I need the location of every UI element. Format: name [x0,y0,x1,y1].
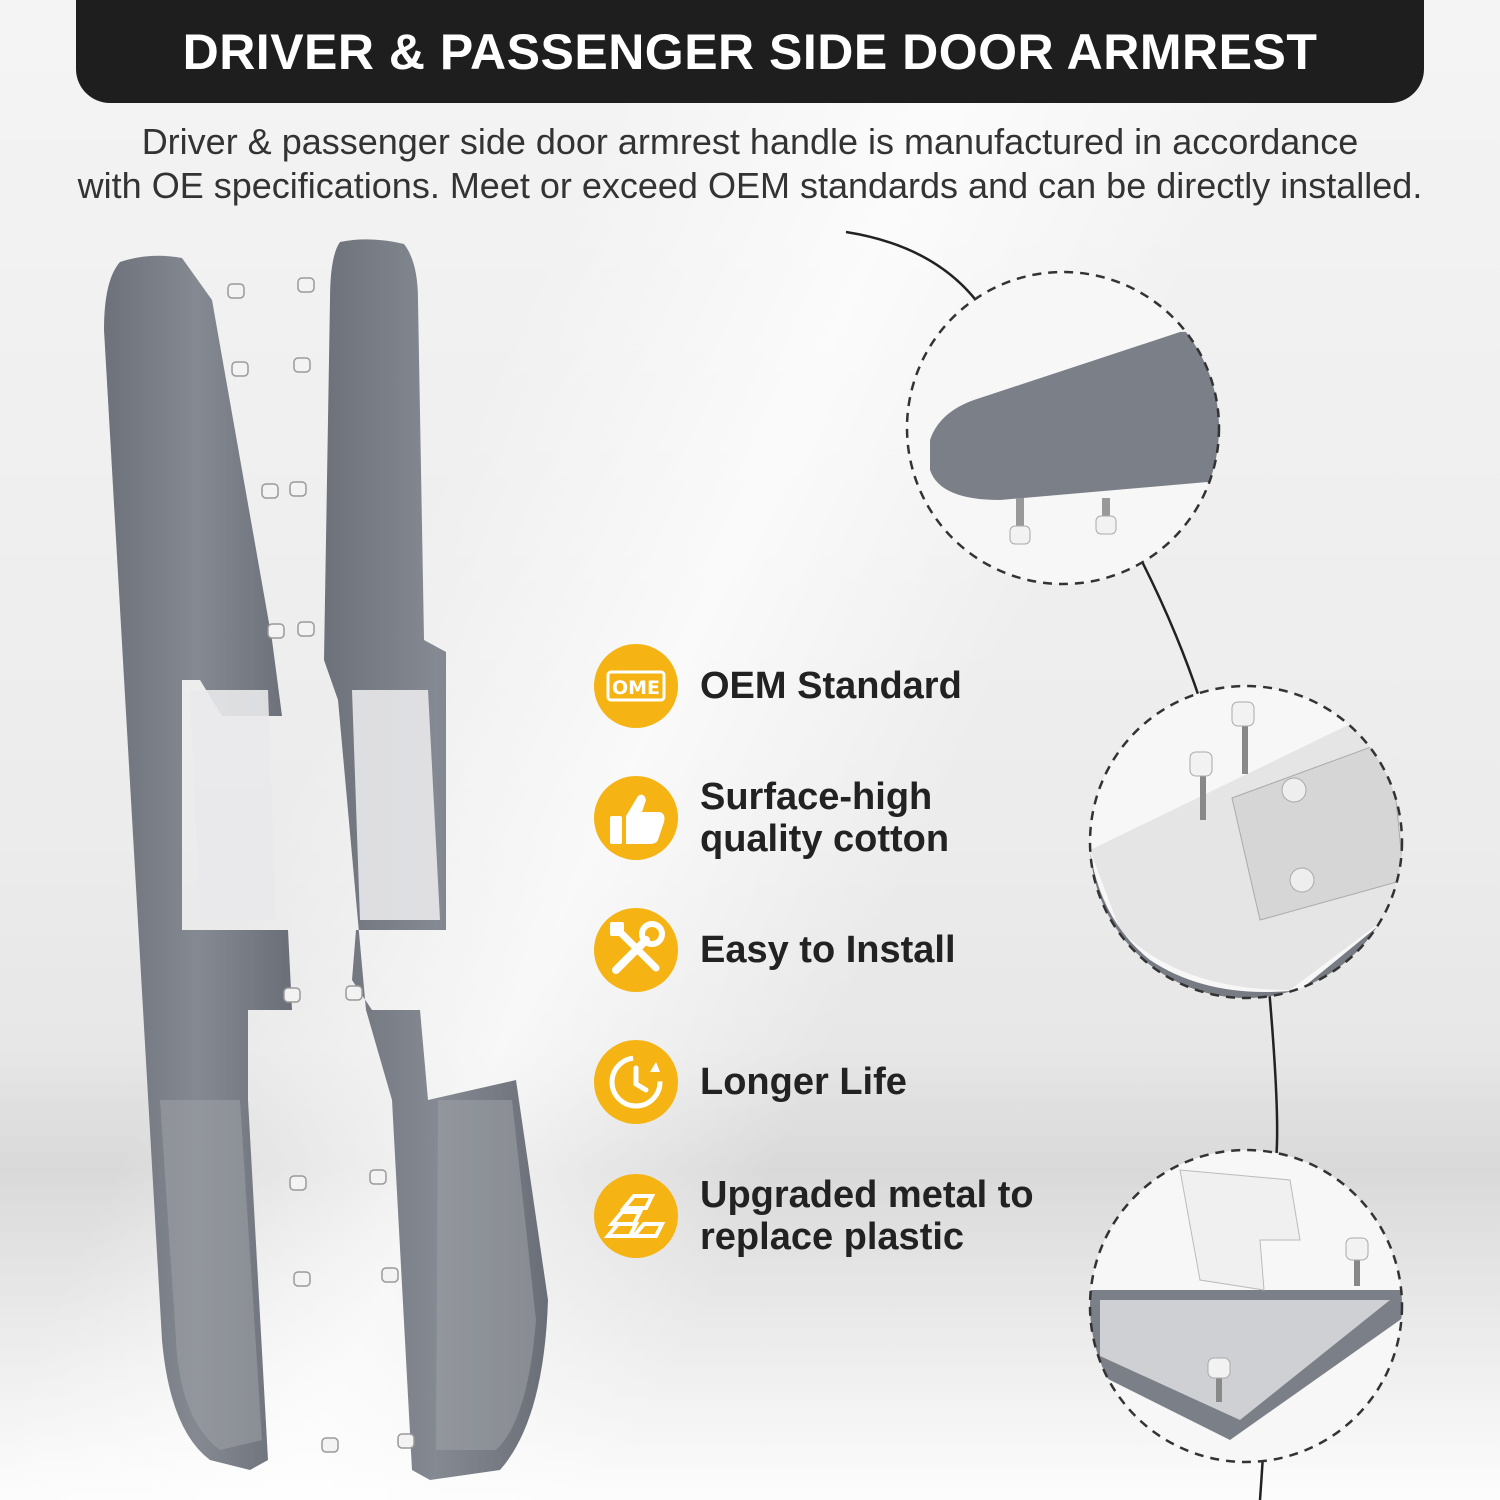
title-banner: DRIVER & PASSENGER SIDE DOOR ARMREST [76,0,1424,103]
svg-text:OME: OME [612,677,660,699]
detail-circle-bottom [1088,1148,1404,1464]
description-line-1: Driver & passenger side door armrest han… [141,121,1359,162]
thumbs-up-icon [594,776,678,860]
feature-easy-install: Easy to Install [594,908,956,992]
feature-label: Upgraded metal to replace plastic [700,1174,1034,1258]
right-armrest-image [324,239,548,1480]
feature-metal-upgrade: Upgraded metal to replace plastic [594,1174,1034,1258]
feature-label: OEM Standard [700,665,962,707]
feature-label: Longer Life [700,1061,907,1103]
description-line-2: with OE specifications. Meet or exceed O… [77,165,1423,206]
feature-surface-quality: Surface-high quality cotton [594,776,949,860]
feature-longer-life: Longer Life [594,1040,907,1124]
oem-badge-icon: OME [594,644,678,728]
mounting-pins [227,277,415,1453]
feature-label: Easy to Install [700,929,956,971]
detail-circle-middle [1088,684,1404,1000]
detail-circle-top [905,270,1221,586]
feature-oem-standard: OME OEM Standard [594,644,962,728]
clock-icon [594,1040,678,1124]
tools-icon [594,908,678,992]
feature-label: Surface-high quality cotton [700,776,950,860]
metal-bars-icon [594,1174,678,1258]
page-title: DRIVER & PASSENGER SIDE DOOR ARMREST [182,23,1318,80]
description: Driver & passenger side door armrest han… [0,120,1500,208]
left-armrest-image [104,255,292,1470]
